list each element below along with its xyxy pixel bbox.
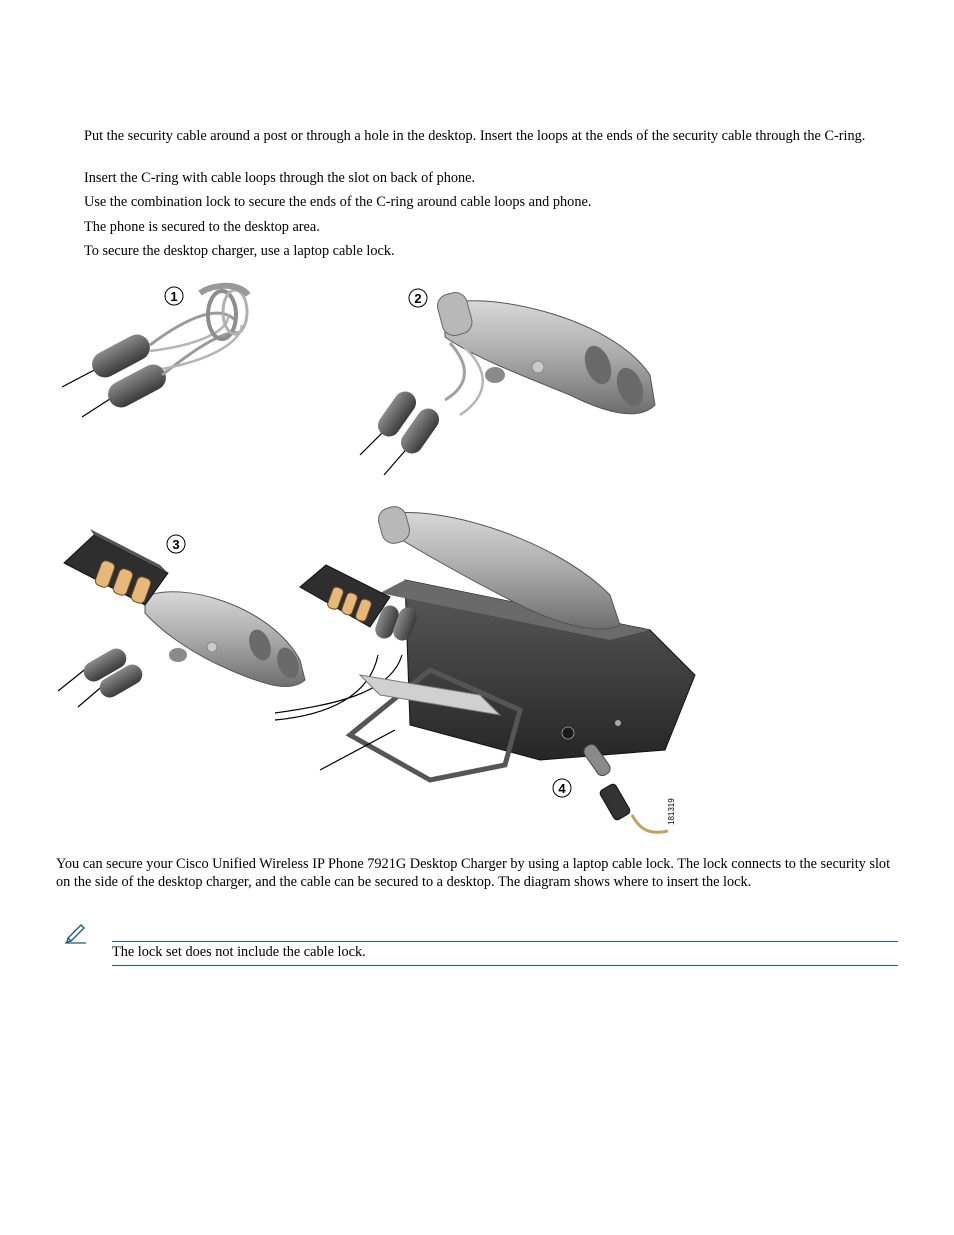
note-bottom-rule (112, 965, 898, 966)
svg-text:3: 3 (172, 537, 179, 552)
step-2-text: Insert the C-ring with cable loops throu… (84, 170, 476, 186)
panel-2-phone-with-ring (359, 292, 656, 476)
callout-4: 4 (552, 778, 572, 798)
callout-2: 2 (408, 288, 428, 308)
step-3-text: Use the combination lock to secure the e… (84, 194, 592, 210)
note-text: The lock set does not include the cable … (112, 944, 366, 960)
figure-id: 181319 (667, 798, 676, 825)
step-5-text: To secure the desktop charger, use a lap… (84, 243, 395, 259)
step-1-text: Put the security cable around a post or … (84, 128, 866, 144)
charger-lock-paragraph: You can secure your Cisco Unified Wirele… (56, 856, 891, 890)
panel-4-desktop-charger (274, 506, 696, 834)
callout-1: 1 (164, 286, 184, 306)
svg-text:1: 1 (170, 289, 177, 304)
svg-text:2: 2 (414, 291, 421, 306)
callout-3: 3 (166, 534, 186, 554)
step-4-text: The phone is secured to the desktop area… (84, 219, 320, 235)
panel-3-combination-lock (57, 529, 306, 708)
pencil-note-icon (65, 924, 86, 944)
svg-text:4: 4 (558, 781, 566, 796)
note-top-rule (112, 941, 898, 942)
security-lock-illustration: 1 2 3 4 181319 (57, 282, 696, 834)
panel-1-cable-and-ring (61, 282, 251, 418)
